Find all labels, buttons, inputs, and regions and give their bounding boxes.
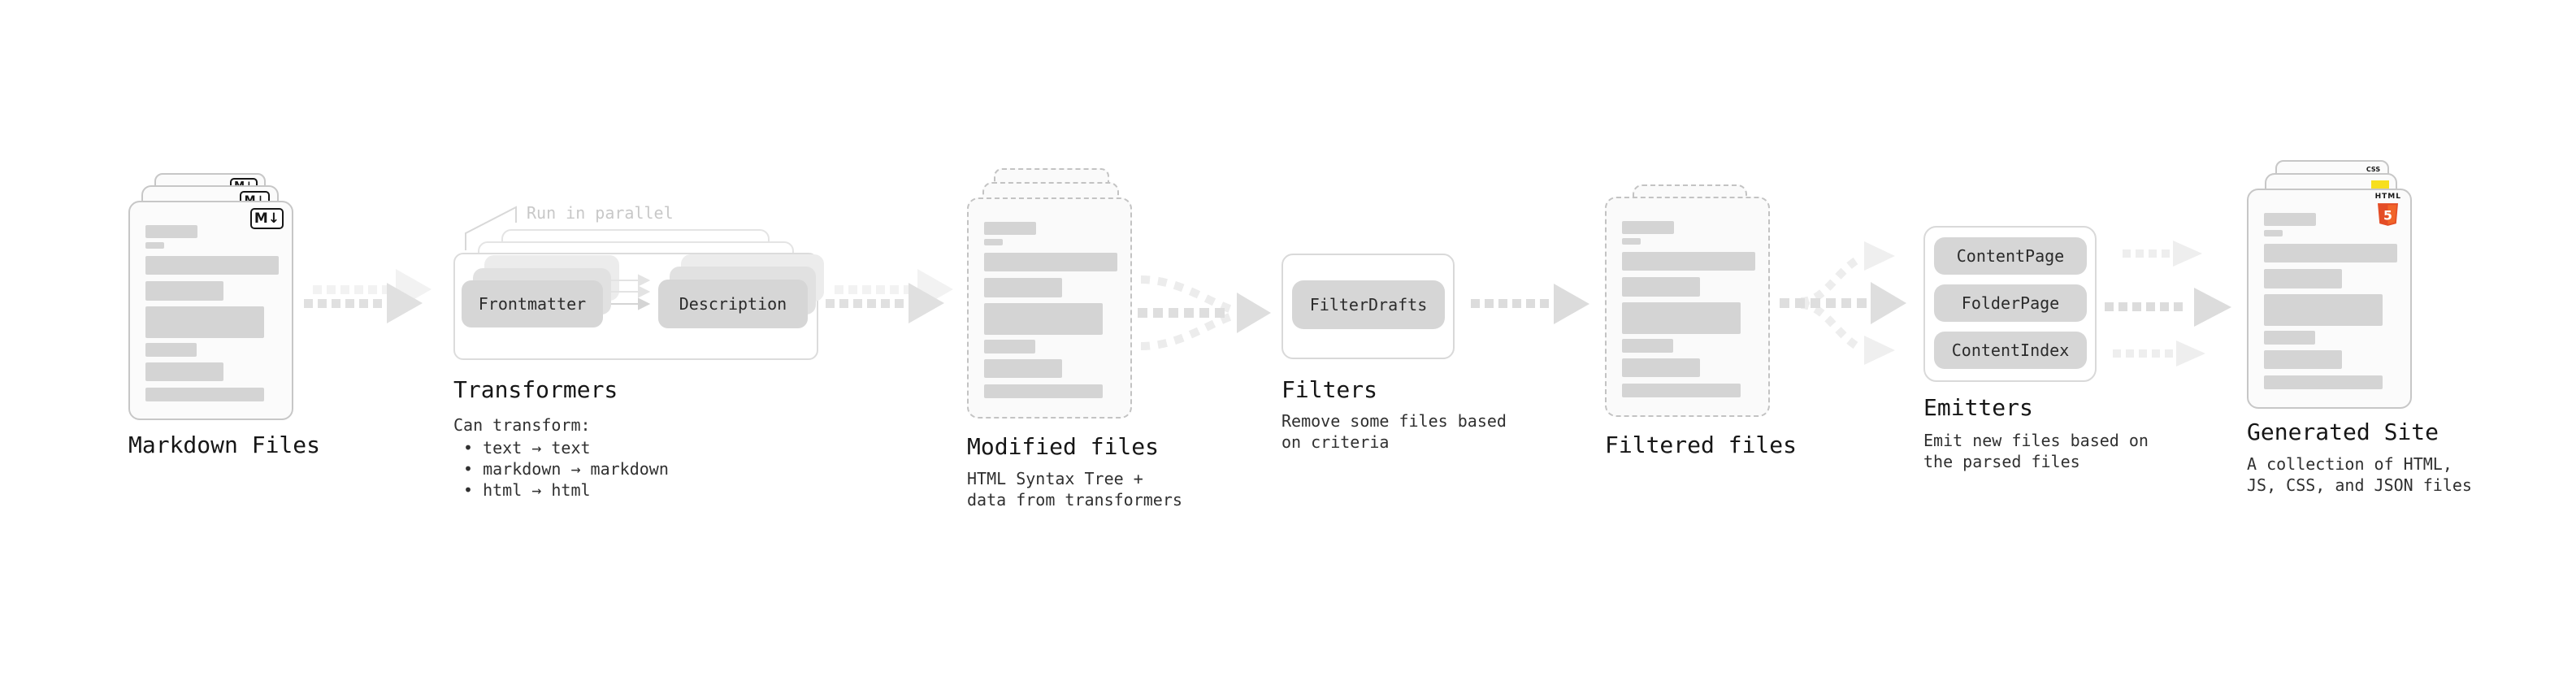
markdown-file-card-front: M↓	[128, 201, 293, 420]
parallel-flow-arrows	[611, 274, 651, 310]
transform-bullet: • markdown → markdown	[463, 459, 669, 479]
filtered-file-card-front	[1605, 197, 1770, 417]
content-placeholder-bar	[984, 253, 1117, 271]
content-placeholder-bar	[145, 362, 223, 381]
stage-label-modified-files: Modified files	[967, 433, 1160, 460]
modified-files-subtitle: HTML Syntax Tree +	[967, 469, 1143, 488]
site-file-card-html: HTML 5	[2247, 189, 2412, 409]
content-placeholder-bar	[1622, 252, 1755, 271]
content-placeholder-bar	[2264, 244, 2397, 262]
emitters-subtitle: the parsed files	[1923, 452, 2080, 471]
filterdrafts-node: FilterDrafts	[1292, 280, 1445, 329]
generated-site-subtitle: JS, CSS, and JSON files	[2247, 475, 2472, 495]
transform-bullet: • text → text	[463, 438, 591, 458]
content-placeholder-bar	[145, 306, 264, 338]
stage-label-markdown-files: Markdown Files	[128, 432, 321, 458]
frontmatter-node: Frontmatter	[462, 280, 603, 327]
content-placeholder-bar	[145, 281, 223, 301]
filters-subtitle: Remove some files based	[1281, 411, 1507, 431]
modified-file-card-front	[967, 197, 1132, 419]
content-placeholder-bar	[2264, 230, 2283, 236]
content-placeholder-bar	[1622, 384, 1741, 397]
js-file-icon	[2371, 180, 2389, 190]
stage-label-filters: Filters	[1281, 376, 1378, 403]
stage-label-filtered-files: Filtered files	[1605, 432, 1798, 458]
content-placeholder-bar	[984, 359, 1062, 378]
folderpage-node: FolderPage	[1934, 284, 2087, 322]
emitters-subtitle: Emit new files based on	[1923, 431, 2149, 450]
flow-arrow-filtered-to-emitters	[1780, 241, 1906, 365]
flow-arrow-folderpage-to-site	[2105, 288, 2231, 327]
content-placeholder-bar	[1622, 358, 1700, 377]
flow-arrow-contentpage-to-site	[2123, 241, 2202, 267]
flow-arrow-transformers-to-modified	[826, 269, 953, 323]
content-placeholder-bar	[145, 388, 264, 401]
flow-arrow-markdown-to-transformers	[304, 269, 432, 323]
content-placeholder-bar	[2264, 213, 2316, 226]
content-placeholder-bar	[984, 239, 1003, 245]
content-placeholder-bar	[1622, 277, 1700, 297]
flow-arrow-contentindex-to-site	[2113, 340, 2205, 367]
content-placeholder-bar	[1622, 302, 1741, 334]
content-placeholder-bar	[1622, 221, 1674, 234]
stage-label-emitters: Emitters	[1923, 394, 2033, 421]
modified-files-subtitle: data from transformers	[967, 490, 1182, 510]
stage-label-generated-site: Generated Site	[2247, 419, 2439, 445]
content-placeholder-bar	[145, 256, 279, 275]
svg-text:5: 5	[2383, 207, 2392, 223]
content-placeholder-bar	[145, 242, 164, 249]
run-in-parallel-callout: Run in parallel	[527, 203, 674, 223]
contentpage-node: ContentPage	[1934, 237, 2087, 275]
content-placeholder-bar	[984, 340, 1035, 354]
content-placeholder-bar	[2264, 350, 2342, 369]
content-placeholder-bar	[1622, 339, 1673, 353]
content-placeholder-bar	[2264, 331, 2315, 345]
content-placeholder-bar	[984, 278, 1062, 297]
flow-arrow-modified-to-filters	[1138, 275, 1271, 350]
generated-site-subtitle: A collection of HTML,	[2247, 454, 2452, 474]
content-placeholder-bar	[984, 303, 1103, 335]
content-placeholder-bar	[2264, 375, 2383, 389]
filters-subtitle: on criteria	[1281, 432, 1390, 452]
content-placeholder-bar	[984, 384, 1103, 398]
flow-arrow-filters-to-filtered	[1471, 284, 1589, 324]
stage-label-transformers: Transformers	[453, 376, 618, 403]
content-placeholder-bar	[984, 222, 1036, 235]
content-placeholder-bar	[145, 225, 197, 238]
content-placeholder-bar	[2264, 294, 2383, 326]
transform-bullet: • html → html	[463, 480, 591, 500]
callout-leader-line	[465, 206, 517, 250]
html5-icon: HTML 5	[2375, 193, 2401, 228]
can-transform-title: Can transform:	[453, 415, 591, 435]
content-placeholder-bar	[145, 343, 197, 357]
content-placeholder-bar	[2264, 269, 2342, 288]
description-node: Description	[658, 280, 808, 328]
content-placeholder-bar	[1622, 238, 1641, 245]
contentindex-node: ContentIndex	[1934, 332, 2087, 369]
markdown-icon: M↓	[250, 208, 284, 229]
